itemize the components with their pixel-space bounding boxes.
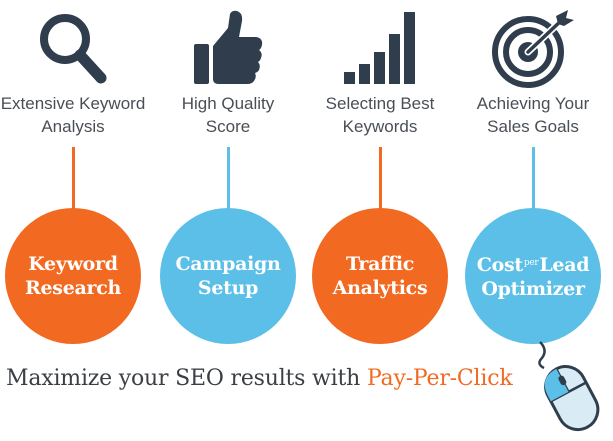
circle-label-line: Traffic	[345, 253, 415, 275]
step-caption: High Quality Score	[153, 92, 303, 138]
caption-line: High Quality	[181, 94, 275, 113]
step-caption: Selecting Best Keywords	[305, 92, 455, 138]
keyword-research-circle: Keyword Research	[5, 208, 141, 344]
circle-label-word: Lead	[539, 254, 590, 276]
campaign-setup-circle: Campaign Setup	[160, 208, 296, 344]
step-campaign-setup: High Quality Score Campaign Setup	[153, 0, 303, 360]
circle-label-line: Campaign	[175, 253, 281, 275]
bar-signal-icon	[305, 8, 455, 88]
caption-line: Analysis	[41, 117, 105, 136]
step-cost-per-lead-optimizer: Achieving Your Sales Goals CostperLead O…	[458, 0, 608, 360]
circle-label-line: Analytics	[332, 277, 428, 299]
step-caption: Extensive Keyword Analysis	[0, 92, 148, 138]
traffic-analytics-circle: Traffic Analytics	[312, 208, 448, 344]
caption-line: Extensive Keyword	[0, 94, 146, 113]
circle-label-line: Keyword	[28, 253, 118, 275]
step-caption: Achieving Your Sales Goals	[458, 92, 608, 138]
step-traffic-analytics: Selecting Best Keywords Traffic Analytic…	[305, 0, 455, 360]
caption-line: Achieving Your	[476, 94, 590, 113]
caption-line: Selecting Best	[325, 94, 435, 113]
target-arrow-icon	[458, 8, 608, 88]
circle-label-line: Setup	[197, 277, 259, 299]
computer-mouse-icon	[526, 340, 612, 441]
step-keyword-research: Extensive Keyword Analysis Keyword Resea…	[0, 0, 148, 360]
tagline: Maximize your SEO results with Pay-Per-C…	[6, 366, 513, 391]
tagline-text: Maximize your SEO results with	[6, 366, 361, 391]
connector-line	[532, 147, 535, 214]
cost-per-lead-optimizer-circle: CostperLead Optimizer	[465, 208, 601, 344]
circle-label-line: Optimizer	[481, 278, 585, 300]
caption-line: Keywords	[342, 117, 418, 136]
circle-label-superscript: per	[523, 258, 539, 268]
connector-line	[72, 147, 75, 214]
circle-label-word: Cost	[476, 254, 523, 276]
connector-line	[379, 147, 382, 214]
circle-label-line: CostperLead	[476, 251, 590, 277]
magnifier-icon	[0, 8, 148, 88]
tagline-accent: Pay-Per-Click	[366, 366, 513, 391]
caption-line: Sales Goals	[487, 117, 579, 136]
connector-line	[227, 147, 230, 214]
caption-line: Score	[205, 117, 251, 136]
thumbs-up-icon	[153, 8, 303, 88]
circle-label-line: Research	[25, 277, 121, 299]
